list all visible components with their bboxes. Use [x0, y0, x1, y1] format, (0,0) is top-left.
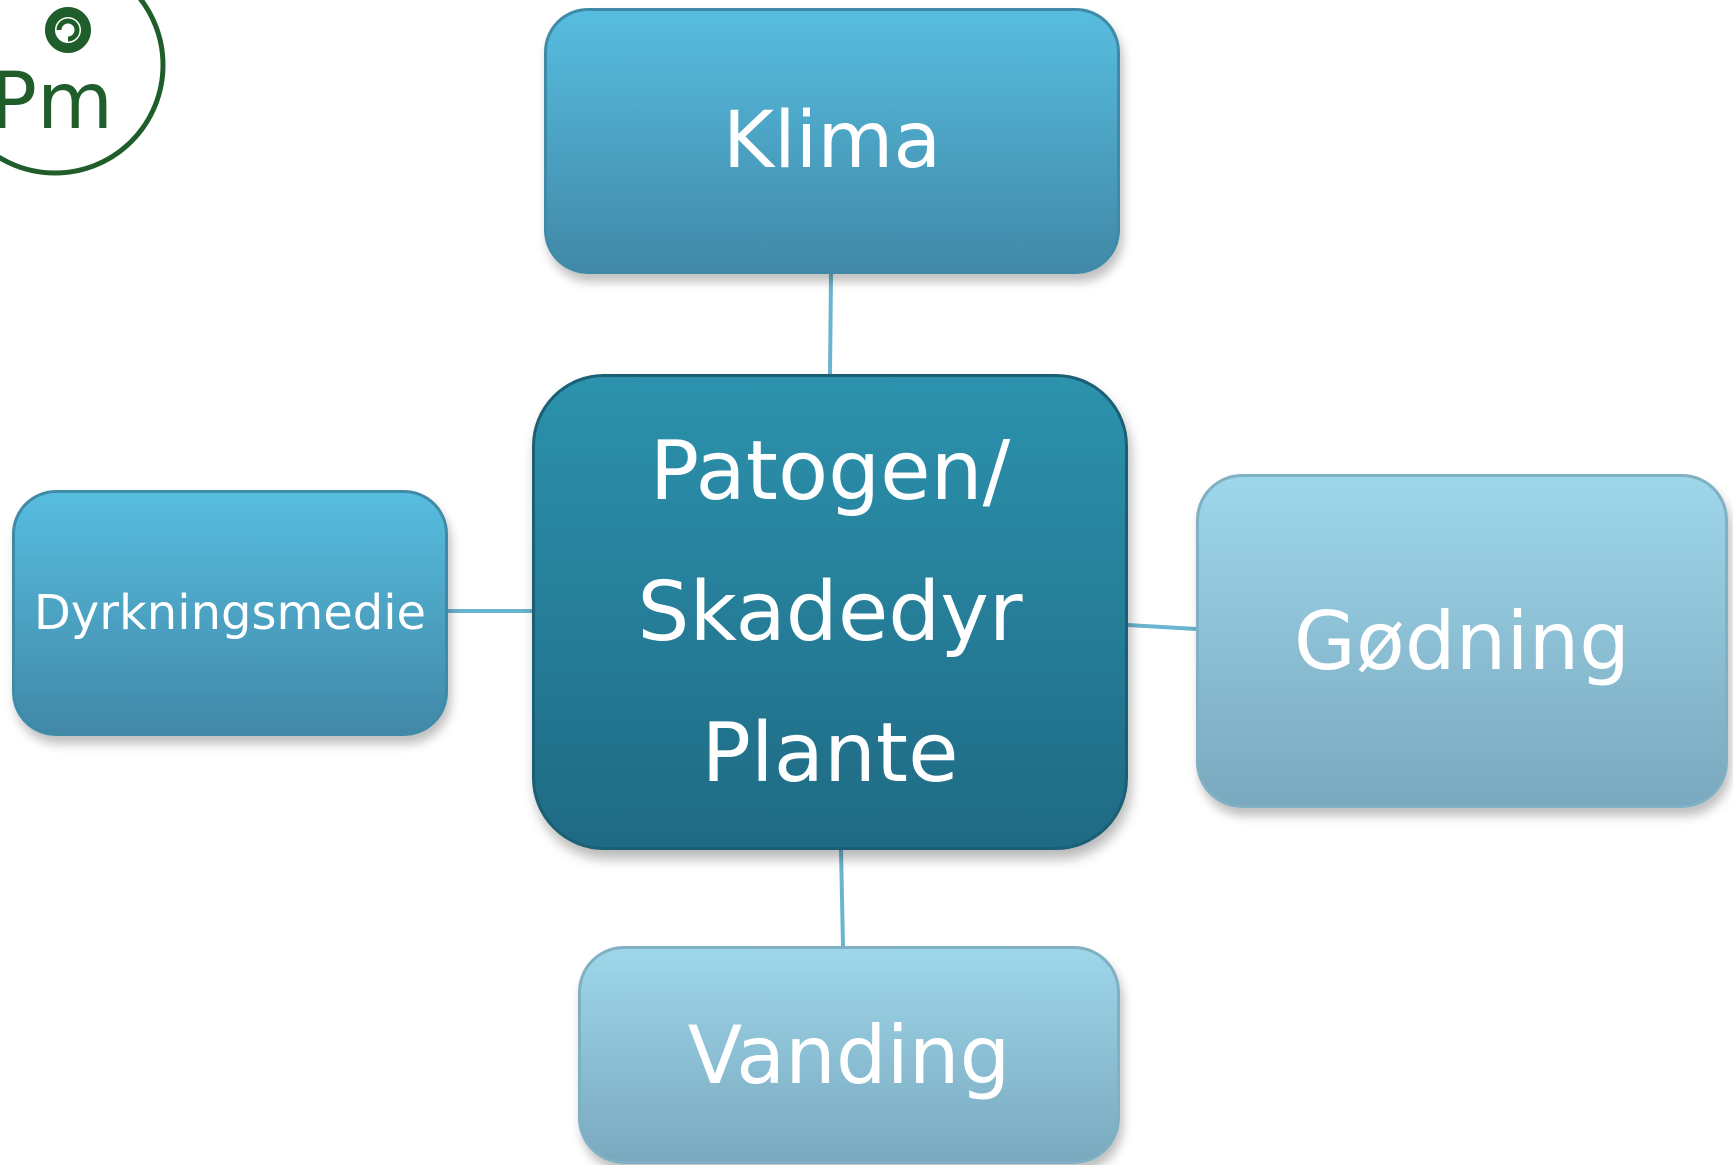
connector-bottom	[839, 849, 845, 947]
node-center-line-3: Plante	[701, 705, 959, 801]
node-klima-label: Klima	[722, 96, 942, 186]
spiral-logo-icon	[45, 7, 91, 53]
logo-text: Pm	[0, 57, 113, 147]
connector-top	[828, 273, 833, 375]
node-center-line-1: Patogen/	[649, 423, 1011, 519]
logo-ring	[0, 0, 166, 176]
node-dyrkningsmedie-label: Dyrkningsmedie	[33, 585, 427, 641]
node-godning: Gødning	[1196, 474, 1728, 808]
node-klima: Klima	[544, 8, 1120, 274]
node-vanding-label: Vanding	[687, 1008, 1011, 1102]
connector-right	[1127, 623, 1197, 631]
logo: Pm	[0, 0, 166, 176]
node-dyrkningsmedie: Dyrkningsmedie	[12, 490, 448, 736]
node-godning-label: Gødning	[1293, 594, 1631, 688]
node-vanding: Vanding	[578, 946, 1120, 1164]
node-center-line-2: Skadedyr	[637, 564, 1023, 660]
node-center: Patogen/ Skadedyr Plante	[532, 374, 1128, 850]
